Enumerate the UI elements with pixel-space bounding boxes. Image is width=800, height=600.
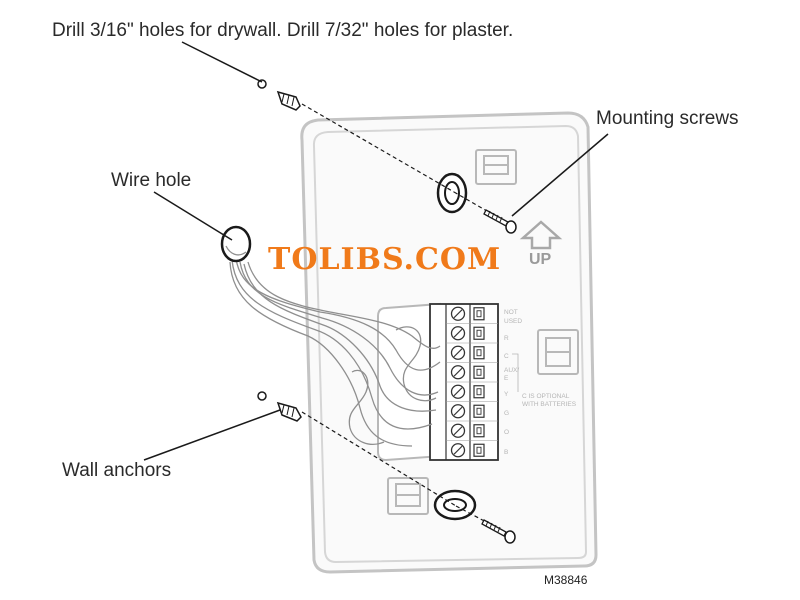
terminal-label-c: C bbox=[504, 353, 509, 360]
top-mounting-screw bbox=[483, 209, 517, 234]
top-clip bbox=[475, 149, 517, 185]
wire-hole bbox=[220, 225, 252, 263]
terminal-label-r: R bbox=[504, 335, 509, 342]
top-mounting-slot bbox=[436, 172, 468, 214]
terminal-label-not-used: NOT bbox=[504, 309, 518, 316]
terminal-label-o: O bbox=[504, 429, 509, 436]
terminal-block bbox=[429, 303, 499, 461]
thermostat-wires bbox=[229, 257, 441, 447]
terminal-screw bbox=[450, 365, 485, 380]
terminal-screw bbox=[450, 404, 485, 419]
terminal-label-g: G bbox=[504, 410, 509, 417]
terminal-label-aux: AUX/ bbox=[504, 367, 519, 374]
terminal-labels: NOT USED R C AUX/ E Y G O B C IS OPTIONA… bbox=[504, 309, 577, 456]
side-clip bbox=[537, 329, 579, 375]
up-label: UP bbox=[529, 251, 552, 268]
bottom-mounting-screw bbox=[481, 519, 516, 544]
terminal-label-y: Y bbox=[504, 391, 509, 398]
terminal-label-not-used-2: USED bbox=[504, 318, 522, 325]
terminal-screw bbox=[450, 384, 485, 399]
wallplate-inner-outline bbox=[312, 124, 588, 564]
c-optional-note-2: WITH BATTERIES bbox=[522, 401, 577, 408]
up-arrow-icon bbox=[519, 220, 563, 250]
terminal-screw bbox=[450, 423, 485, 438]
bottom-mounting-slot bbox=[433, 489, 477, 521]
wiring-cutout bbox=[377, 302, 444, 462]
terminal-label-b: B bbox=[504, 449, 508, 456]
leader-lines bbox=[143, 41, 609, 461]
terminal-label-aux-e: E bbox=[504, 375, 509, 382]
figure-id: M38846 bbox=[544, 573, 588, 587]
wire-hole-label: Wire hole bbox=[111, 170, 192, 191]
bottom-wall-anchor bbox=[257, 391, 302, 422]
terminal-screw bbox=[450, 345, 485, 360]
mounting-screws-label: Mounting screws bbox=[596, 108, 739, 129]
wall-anchors-label: Wall anchors bbox=[62, 460, 172, 481]
terminal-screw bbox=[450, 326, 485, 341]
terminal-screw bbox=[450, 443, 485, 458]
watermark: TOLIBS.COM bbox=[268, 242, 502, 277]
terminal-screw bbox=[450, 306, 485, 321]
c-optional-note: C IS OPTIONAL bbox=[522, 393, 570, 400]
bottom-clip bbox=[387, 477, 429, 515]
top-wall-anchor bbox=[257, 79, 301, 111]
drill-instruction: Drill 3/16" holes for drywall. Drill 7/3… bbox=[52, 20, 514, 41]
